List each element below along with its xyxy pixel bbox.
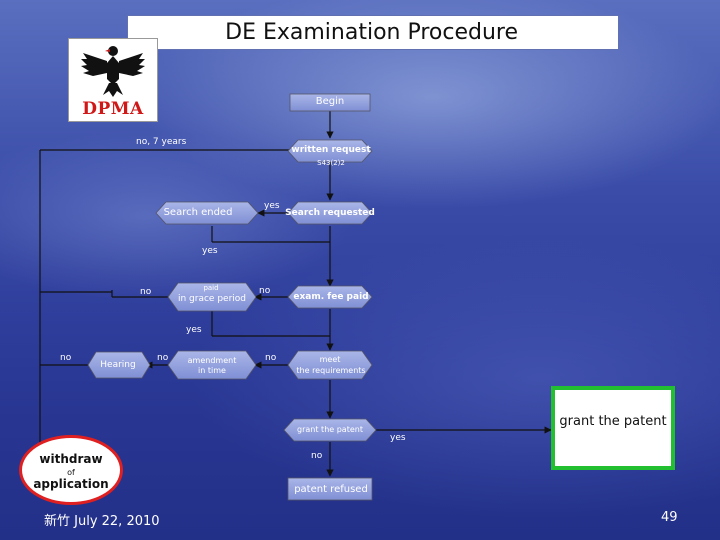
hearing-label: Hearing xyxy=(100,360,136,370)
edge-label-yes-grace: yes xyxy=(186,325,202,335)
written-request-label: written request xyxy=(291,145,371,155)
federal-eagle-icon xyxy=(81,46,145,97)
withdraw-line-1: withdraw xyxy=(39,452,103,466)
patent-refused-label: patent refused xyxy=(294,484,368,495)
withdraw-application-oval: withdraw of application xyxy=(19,435,123,505)
withdraw-line-3: application xyxy=(33,477,109,491)
patent-refused-node xyxy=(287,477,373,501)
edge-label-no-7-years: no, 7 years xyxy=(136,137,187,147)
amendment-node xyxy=(167,350,257,380)
edge-label-no-meet: no xyxy=(265,353,277,363)
logo-text: DPMA xyxy=(82,99,144,119)
dpma-logo: DPMA xyxy=(68,38,158,122)
grant-patent-box: grant the patent xyxy=(551,386,675,470)
edge-label-no-hearing: no xyxy=(60,353,72,363)
title-box: DE Examination Procedure xyxy=(127,15,619,50)
begin-node xyxy=(289,93,371,112)
edge-label-no-grace: no xyxy=(140,287,152,297)
amendment-label-1: amendment xyxy=(187,356,237,365)
written-request-ref: S43(2)2 xyxy=(317,159,345,167)
page-number: 49 xyxy=(661,510,678,525)
grant-patent-text: grant the patent xyxy=(559,414,667,429)
edge-label-yes-grant: yes xyxy=(390,433,406,443)
edge-label-no-amendment: no xyxy=(157,353,169,363)
withdraw-line-2: of xyxy=(67,468,75,477)
edge-label-yes-search: yes xyxy=(264,201,280,211)
search-requested-node xyxy=(287,201,373,225)
search-ended-node xyxy=(155,201,259,225)
footer-date: 新竹 July 22, 2010 xyxy=(44,514,160,529)
search-ended-label: Search ended xyxy=(163,207,233,218)
grant-node xyxy=(283,418,377,442)
amendment-label-2: in time xyxy=(198,366,226,375)
paid-grace-label-2: in grace period xyxy=(177,294,247,304)
begin-label: Begin xyxy=(315,96,345,107)
paid-grace-period-node xyxy=(167,282,257,312)
meet-requirements-label-2: the requirements xyxy=(296,366,366,375)
exam-fee-paid-node xyxy=(287,285,373,309)
search-requested-label: Search requested xyxy=(285,208,375,218)
grant-label: grant the patent xyxy=(297,425,363,434)
edge-label-no-fee: no xyxy=(259,286,271,296)
meet-requirements-label-1: meet xyxy=(319,355,341,364)
exam-fee-paid-label: exam. fee paid xyxy=(293,292,369,302)
paid-grace-label-1: paid xyxy=(203,284,219,292)
written-request-node xyxy=(287,139,373,163)
hearing-node xyxy=(87,351,151,379)
edge-label-yes-after-search: yes xyxy=(202,246,218,256)
meet-requirements-node xyxy=(287,350,373,380)
page-title: DE Examination Procedure xyxy=(225,20,518,45)
edge-label-no-grant: no xyxy=(311,451,323,461)
